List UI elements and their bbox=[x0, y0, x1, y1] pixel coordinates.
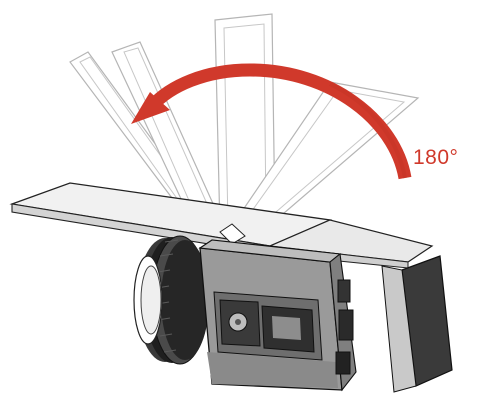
camera-body-icon bbox=[200, 240, 356, 390]
rear-bracket bbox=[382, 256, 452, 392]
lens-icon bbox=[134, 236, 209, 364]
rotation-angle-label: 180° bbox=[413, 146, 458, 170]
